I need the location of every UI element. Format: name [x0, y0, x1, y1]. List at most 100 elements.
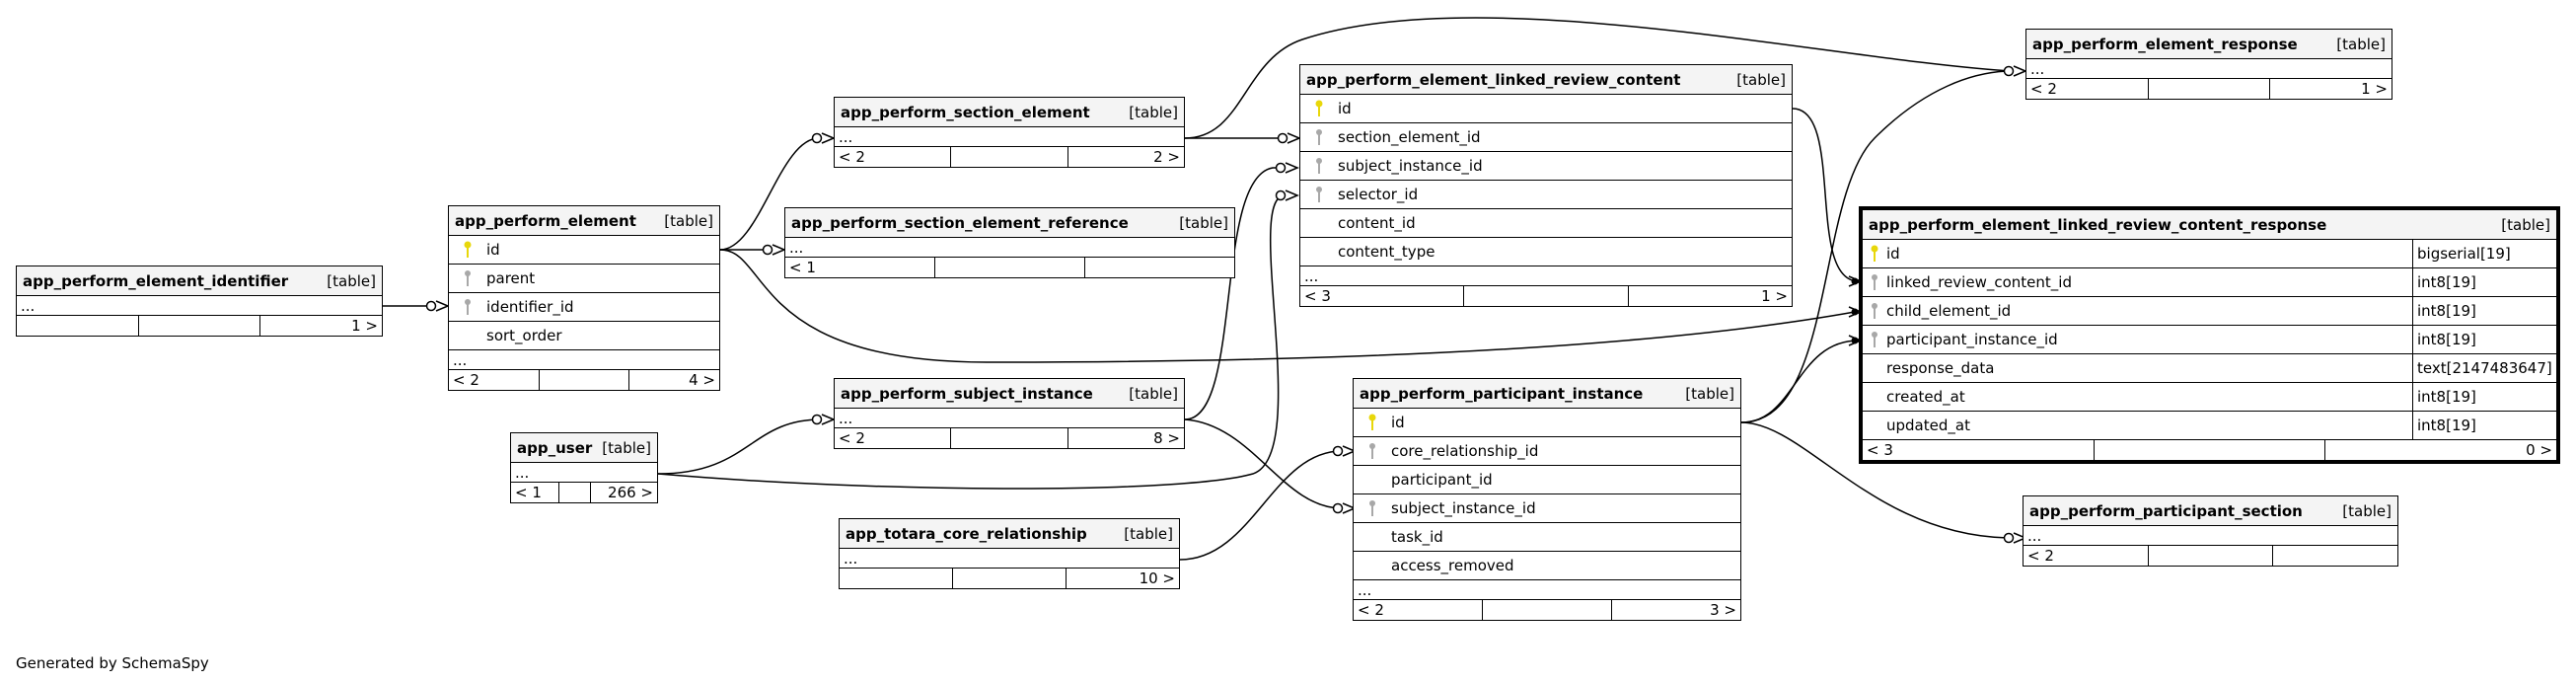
table-app-perform-element-identifier[interactable]: app_perform_element_identifier [table] .… [16, 266, 383, 337]
foreign-key-icon [1863, 302, 1886, 320]
crowfoot-marker [821, 414, 836, 425]
table-kind: [table] [1124, 524, 1173, 543]
table-app-totara-core-relationship[interactable]: app_totara_core_relationship [table] ...… [839, 518, 1180, 589]
parents-count[interactable]: < 1 [789, 259, 816, 276]
column-row[interactable]: updated_at int8[19] [1863, 412, 2556, 440]
edge-participant-section [1740, 421, 2014, 539]
children-count[interactable]: 1 > [2269, 79, 2392, 99]
column-row[interactable]: id [449, 236, 719, 265]
column-row[interactable]: selector_id [1300, 181, 1792, 209]
primary-key-icon [1300, 100, 1338, 117]
table-kind: [table] [2336, 35, 2386, 53]
children-count[interactable]: 1 > [259, 316, 382, 336]
foreign-key-icon [449, 298, 486, 316]
parents-count[interactable] [840, 569, 952, 588]
table-app-perform-participant-section[interactable]: app_perform_participant_section [table] … [2023, 495, 2398, 567]
table-app-perform-element[interactable]: app_perform_element [table] id parent id… [448, 205, 720, 391]
table-name: app_perform_element [455, 211, 636, 230]
column-row[interactable]: response_data text[2147483647] [1863, 354, 2556, 383]
edge-linked-response [1792, 108, 1860, 282]
parents-count[interactable]: < 2 [2027, 547, 2054, 565]
column-name: linked_review_content_id [1886, 273, 2072, 291]
table-app-user[interactable]: app_user [table] ... < 1 266 > [510, 432, 658, 503]
column-row[interactable]: content_id [1300, 209, 1792, 238]
edge-user-subject [657, 418, 822, 475]
table-app-perform-section-element-reference[interactable]: app_perform_section_element_reference [t… [784, 207, 1235, 278]
generated-by-credit: Generated by SchemaSpy [16, 654, 209, 672]
table-kind: [table] [327, 271, 376, 290]
table-header: app_perform_subject_instance [table] [835, 379, 1184, 409]
table-footer: 10 > [840, 569, 1179, 588]
children-count[interactable]: 4 > [628, 370, 719, 390]
column-row[interactable]: id bigserial[19] [1863, 240, 2556, 268]
column-row[interactable]: participant_id [1354, 466, 1740, 494]
foreign-key-icon [1354, 499, 1391, 517]
table-header: app_perform_element_linked_review_conten… [1300, 65, 1792, 95]
column-row[interactable]: subject_instance_id [1300, 152, 1792, 181]
table-name: app_user [517, 438, 593, 457]
column-name: id [1391, 414, 1405, 431]
table-kind: [table] [664, 211, 713, 230]
column-name: subject_instance_id [1338, 157, 1483, 175]
parents-count[interactable] [17, 316, 138, 336]
parents-count[interactable]: < 2 [1358, 601, 1384, 619]
column-row[interactable]: core_relationship_id [1354, 437, 1740, 466]
table-name: app_totara_core_relationship [846, 524, 1087, 543]
table-app-perform-element-linked-review-content[interactable]: app_perform_element_linked_review_conten… [1299, 64, 1793, 307]
parents-count[interactable]: < 3 [1304, 287, 1331, 305]
column-type: int8[19] [2412, 297, 2556, 325]
column-row[interactable]: content_type [1300, 238, 1792, 266]
column-row[interactable]: sort_order [449, 322, 719, 350]
table-app-perform-section-element[interactable]: app_perform_section_element [table] ... … [834, 97, 1185, 168]
parents-count[interactable]: < 2 [453, 371, 479, 389]
children-count[interactable]: 1 > [1627, 286, 1792, 306]
more-columns-ellipsis: ... [1354, 580, 1740, 600]
column-row[interactable]: child_element_id int8[19] [1863, 297, 2556, 326]
column-row[interactable]: participant_instance_id int8[19] [1863, 326, 2556, 354]
table-app-perform-element-linked-review-content-response[interactable]: app_perform_element_linked_review_conten… [1859, 206, 2560, 464]
column-type: text[2147483647] [2412, 354, 2556, 382]
cardinality-one-marker [1851, 308, 1859, 316]
column-row[interactable]: section_element_id [1300, 123, 1792, 152]
column-type: int8[19] [2412, 268, 2556, 296]
table-app-perform-subject-instance[interactable]: app_perform_subject_instance [table] ...… [834, 378, 1185, 449]
table-header: app_user [table] [511, 433, 657, 463]
crowfoot-marker [1285, 162, 1299, 174]
column-row[interactable]: parent [449, 265, 719, 293]
column-row[interactable]: identifier_id [449, 293, 719, 322]
table-app-perform-element-response[interactable]: app_perform_element_response [table] ...… [2025, 29, 2392, 100]
children-count[interactable]: 266 > [590, 483, 657, 502]
column-row[interactable]: task_id [1354, 523, 1740, 552]
more-columns-ellipsis: ... [2024, 526, 2397, 546]
column-row[interactable]: id [1354, 409, 1740, 437]
parents-count[interactable]: < 1 [515, 484, 542, 501]
children-count[interactable]: 0 > [2324, 440, 2556, 460]
column-row[interactable]: linked_review_content_id int8[19] [1863, 268, 2556, 297]
cardinality-zero-marker [1277, 132, 1288, 144]
column-row[interactable]: subject_instance_id [1354, 494, 1740, 523]
column-type: int8[19] [2412, 326, 2556, 353]
column-name: task_id [1391, 528, 1443, 546]
children-count[interactable]: 8 > [1067, 428, 1184, 448]
footer-spacer [2093, 440, 2325, 460]
column-name: section_element_id [1338, 128, 1481, 146]
primary-key-icon [1863, 245, 1886, 263]
parents-count[interactable]: < 2 [839, 148, 865, 166]
table-app-perform-participant-instance[interactable]: app_perform_participant_instance [table]… [1353, 378, 1741, 621]
parents-count[interactable]: < 3 [1867, 441, 1893, 459]
children-count[interactable] [2272, 546, 2397, 566]
children-count[interactable] [1084, 258, 1234, 277]
children-count[interactable]: 10 > [1066, 569, 1179, 588]
more-columns-ellipsis: ... [17, 296, 382, 316]
children-count[interactable]: 2 > [1067, 147, 1184, 167]
column-row[interactable]: access_removed [1354, 552, 1740, 580]
table-footer: < 2 4 > [449, 370, 719, 390]
parents-count[interactable]: < 2 [2030, 80, 2057, 98]
parents-count[interactable]: < 2 [839, 429, 865, 447]
column-name: content_id [1338, 214, 1416, 232]
column-row[interactable]: created_at int8[19] [1863, 383, 2556, 412]
children-count[interactable]: 3 > [1611, 600, 1740, 620]
column-row[interactable]: id [1300, 95, 1792, 123]
footer-spacer [137, 316, 260, 336]
